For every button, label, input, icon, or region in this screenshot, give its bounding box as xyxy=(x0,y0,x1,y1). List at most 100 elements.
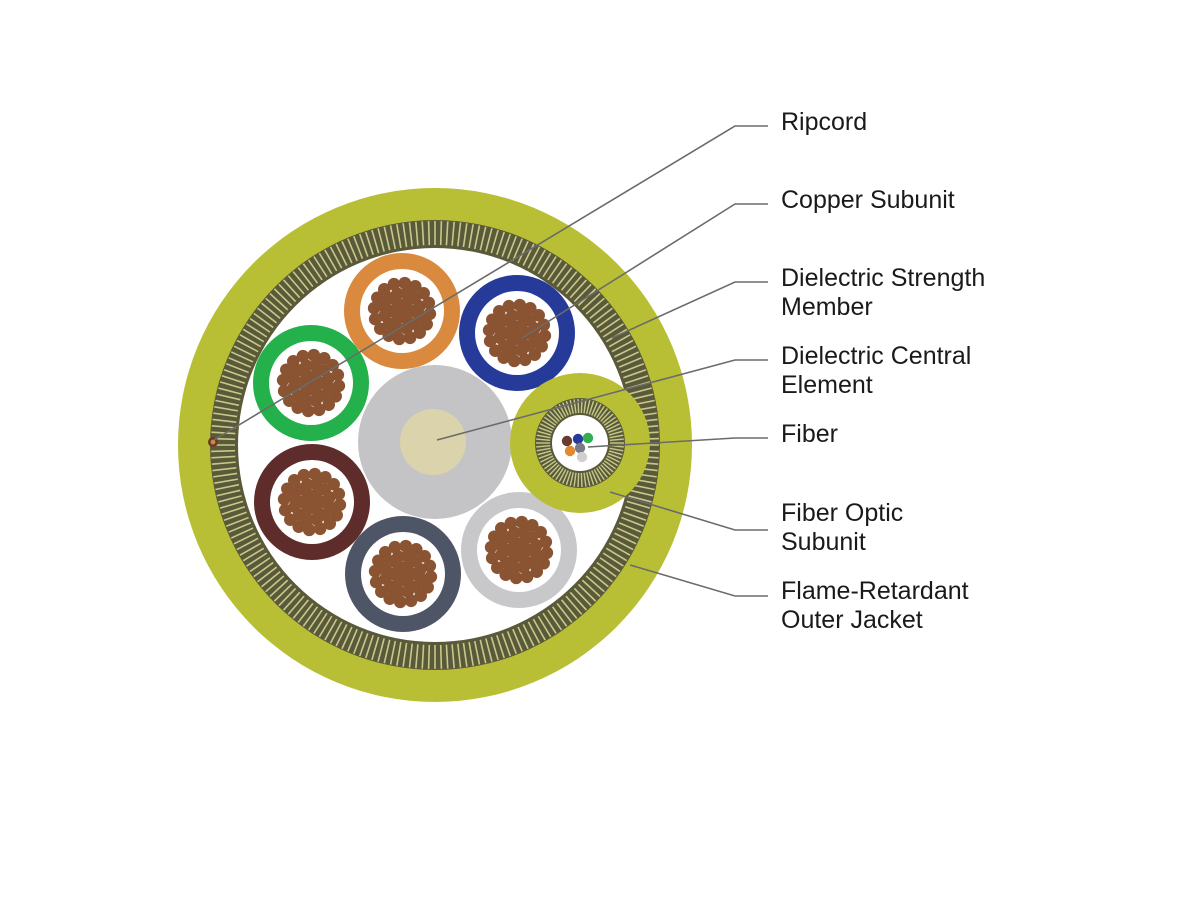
yarn-strand xyxy=(225,362,249,374)
yarn-strand xyxy=(221,506,246,515)
fiber-subunit-yarn-strand xyxy=(540,423,554,431)
yarn-strand xyxy=(581,292,601,311)
fiber-subunit-yarn-strand xyxy=(598,408,608,420)
yarn-strand xyxy=(457,643,462,668)
yarn-strand xyxy=(560,599,578,619)
yarn-strand xyxy=(211,431,236,435)
copper-conductor xyxy=(513,298,527,312)
yarn-strand xyxy=(223,368,247,379)
yarn-strand xyxy=(618,357,642,368)
label-line: Outer Jacket xyxy=(781,606,923,634)
yarn-strand xyxy=(485,228,493,252)
yarn-strand xyxy=(496,634,505,659)
fiber-subunit-yarn-strand xyxy=(541,419,555,429)
yarn-strand xyxy=(218,495,242,503)
fiber-subunit-yarn-strand xyxy=(546,462,558,473)
copper-conductor xyxy=(491,561,504,575)
copper-conductor xyxy=(409,543,423,556)
copper-conductor xyxy=(313,522,327,536)
copper-conductor xyxy=(413,326,427,339)
yarn-strand xyxy=(565,595,583,615)
copper-conductor xyxy=(518,353,532,367)
copper-conductor xyxy=(523,302,537,315)
yarn-strand xyxy=(512,238,523,262)
copper-conductor xyxy=(388,540,402,554)
yarn-strand xyxy=(427,644,431,669)
copper-conductor xyxy=(377,283,391,296)
yarn-strand xyxy=(261,570,281,588)
copper-conductor xyxy=(528,348,542,361)
yarn-strand xyxy=(551,606,568,627)
fiber-subunit-yarn-strand xyxy=(603,416,617,426)
label-line: Dielectric Strength xyxy=(781,264,985,292)
yarn-strand xyxy=(585,575,605,593)
copper-conductor xyxy=(534,525,547,539)
yarn-strand xyxy=(592,566,613,583)
yarn-strand xyxy=(496,231,505,256)
copper-conductor xyxy=(329,389,342,403)
yarn-strand xyxy=(329,621,343,644)
label-line: Fiber xyxy=(781,420,838,448)
copper-conductor xyxy=(387,277,401,291)
fiber-subunit-yarn-strand xyxy=(565,471,572,486)
copper-conductor xyxy=(277,384,291,398)
yarn-strand xyxy=(218,387,242,395)
label-line: Dielectric Central xyxy=(781,342,971,370)
fiber-subunit-yarn-strand xyxy=(555,467,565,481)
yarn-strand xyxy=(347,238,358,262)
copper-conductor xyxy=(283,394,296,408)
copper-conductor xyxy=(497,351,511,364)
fiber-subunit-yarn-strand xyxy=(552,408,562,420)
copper-conductor xyxy=(383,592,397,605)
copper-conductor xyxy=(392,332,406,346)
yarn-strand xyxy=(517,626,529,650)
label-line: Member xyxy=(781,293,873,321)
copper-conductor xyxy=(297,468,311,482)
yarn-strand xyxy=(282,591,301,611)
yarn-strand xyxy=(233,532,256,545)
leader-line-dielectric-central-element xyxy=(436,359,768,441)
copper-conductor xyxy=(424,570,438,584)
yarn-strand xyxy=(569,591,588,611)
copper-conductor xyxy=(422,296,436,310)
yarn-strand xyxy=(297,602,314,623)
yarn-strand xyxy=(371,636,380,661)
yarn-strand xyxy=(618,522,642,533)
fiber-subunit-yarn-strand xyxy=(543,416,557,426)
yarn-strand xyxy=(230,351,254,363)
fiber-subunit-yarn-strand xyxy=(593,403,602,417)
yarn-strand xyxy=(219,500,244,509)
yarn-strand xyxy=(542,612,557,634)
yarn-strand xyxy=(216,489,241,497)
yarn-strand xyxy=(565,275,583,295)
yarn-strand xyxy=(273,583,293,602)
yarn-strand xyxy=(257,307,278,324)
yarn-strand xyxy=(596,312,617,329)
yarn-strand xyxy=(213,472,238,478)
yarn-strand xyxy=(532,249,546,272)
copper-conductor xyxy=(327,477,340,491)
copper-conductor xyxy=(484,540,498,554)
label-fiber: Fiber xyxy=(781,420,838,448)
yarn-strand xyxy=(402,223,408,248)
yarn-strand xyxy=(215,399,240,407)
yarn-strand xyxy=(239,334,262,348)
yarn-strand xyxy=(527,621,541,644)
yarn-strand xyxy=(547,609,563,631)
yarn-strand xyxy=(611,537,634,551)
fiber-subunit-yarn-strand xyxy=(602,413,614,424)
copper-conductor xyxy=(286,355,300,368)
fiber-subunit-yarn-strand xyxy=(580,472,583,487)
copper-conductor xyxy=(292,520,306,533)
yarn-strand xyxy=(473,225,481,250)
copper-conductor xyxy=(296,349,310,363)
yarn-strand xyxy=(577,583,597,602)
copper-conductor xyxy=(532,308,545,322)
yarn-strand xyxy=(560,271,578,291)
yarn-strand xyxy=(335,243,348,266)
yarn-strand xyxy=(292,271,310,291)
yarn-strand xyxy=(318,615,333,638)
copper-conductor xyxy=(504,516,518,530)
yarn-strand xyxy=(287,595,305,615)
